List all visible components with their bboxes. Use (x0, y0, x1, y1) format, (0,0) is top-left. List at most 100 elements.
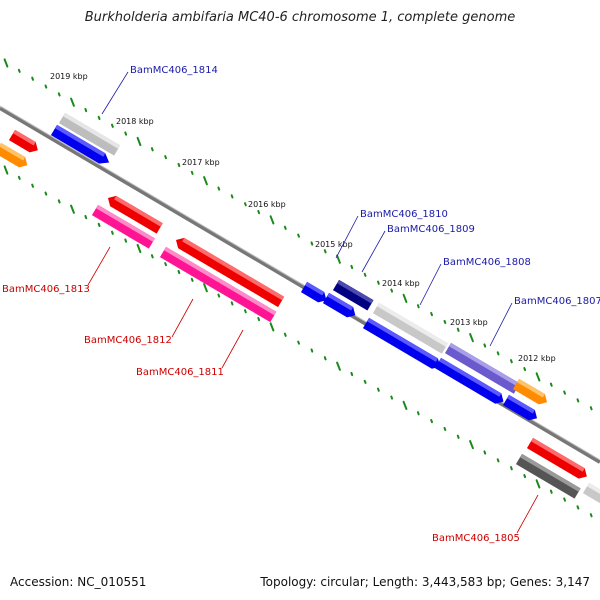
gene-bar[interactable] (362, 317, 443, 372)
minor-tick (44, 84, 48, 89)
gene-bar[interactable] (50, 124, 112, 168)
minor-tick (230, 301, 234, 306)
tick-label: 2016 kbp (248, 200, 286, 209)
accession-text: Accession: NC_010551 (10, 575, 147, 589)
minor-tick (483, 450, 487, 455)
gene-bar[interactable] (173, 235, 285, 308)
gene-label-1814[interactable]: BamMC406_1814 (130, 65, 218, 76)
gene-bar[interactable] (444, 342, 520, 394)
tick-label: 2015 kbp (315, 240, 353, 249)
minor-tick (164, 155, 167, 160)
map-title: Burkholderia ambifaria MC40-6 chromosome… (84, 10, 516, 25)
minor-tick (443, 426, 447, 431)
major-tick (203, 283, 208, 293)
gene-bar[interactable] (582, 482, 600, 509)
gene-label-1807[interactable]: BamMC406_1807 (514, 296, 600, 307)
inner-tick-ring (3, 165, 593, 518)
major-tick (336, 361, 341, 371)
gene-label-1813[interactable]: BamMC406_1813 (2, 284, 90, 295)
gene-bar[interactable] (91, 204, 155, 249)
minor-tick (217, 186, 221, 191)
leader-line (489, 302, 513, 347)
minor-tick (456, 434, 460, 439)
gene-bar[interactable] (512, 378, 550, 408)
minor-tick (416, 304, 420, 309)
minor-tick (576, 505, 580, 510)
minor-tick (44, 191, 48, 196)
minor-tick (430, 419, 433, 424)
minor-tick (177, 162, 181, 168)
minor-tick (297, 233, 300, 238)
gene-bar[interactable] (58, 112, 121, 156)
gene-bar[interactable] (105, 193, 163, 234)
leader-line (335, 215, 359, 259)
minor-tick (310, 348, 314, 353)
major-tick (70, 204, 75, 214)
minor-tick (377, 280, 380, 285)
tick-labels: 2019 kbp 2018 kbp 2017 kbp 2016 kbp 2015… (50, 72, 556, 363)
gene-bar[interactable] (159, 246, 277, 323)
gene-label-1811[interactable]: BamMC406_1811 (136, 367, 224, 378)
major-tick (469, 440, 474, 450)
major-tick (269, 322, 275, 332)
minor-tick (549, 382, 553, 387)
minor-tick (416, 411, 420, 416)
major-tick (136, 243, 142, 254)
outer-tick-ring (3, 58, 593, 411)
genome-backbone (0, 106, 600, 464)
minor-tick (523, 367, 527, 372)
minor-tick (297, 340, 300, 345)
minor-tick (589, 513, 593, 518)
leader-line (419, 263, 442, 306)
major-tick (535, 372, 541, 382)
gene-bar[interactable] (300, 281, 329, 306)
leader-line (221, 329, 244, 369)
gene-bar[interactable] (0, 142, 30, 171)
gene-bar[interactable] (322, 292, 358, 321)
minor-tick (576, 398, 580, 403)
major-tick (3, 58, 9, 68)
leader-line (87, 246, 111, 286)
gene-label-1809[interactable]: BamMC406_1809 (387, 224, 475, 235)
gene-bar[interactable] (502, 394, 540, 424)
minor-tick (523, 474, 527, 479)
tick-label: 2013 kbp (450, 318, 488, 327)
gene-bar[interactable] (526, 437, 590, 482)
major-tick (136, 136, 142, 147)
topology-text: Topology: circular; Length: 3,443,583 bp… (260, 575, 590, 589)
gene-label-1805[interactable]: BamMC406_1805 (432, 533, 520, 544)
minor-tick (443, 319, 447, 324)
minor-tick (496, 351, 500, 356)
minor-tick (84, 108, 88, 113)
minor-tick (510, 359, 513, 364)
minor-tick (244, 309, 247, 314)
minor-tick (31, 183, 34, 188)
gene-bar[interactable] (372, 302, 448, 354)
leader-line (516, 494, 539, 534)
major-tick (203, 176, 208, 186)
minor-tick (124, 131, 128, 136)
gene-label-1810[interactable]: BamMC406_1810 (360, 209, 448, 220)
minor-tick (97, 222, 101, 227)
leader-line (361, 230, 386, 273)
gene-label-1812[interactable]: BamMC406_1812 (84, 335, 172, 346)
gene-bar[interactable] (8, 129, 41, 156)
gene-labels: BamMC406_1814 BamMC406_1810 BamMC406_180… (2, 65, 600, 544)
minor-tick (563, 497, 566, 502)
gene-bar[interactable] (515, 453, 581, 499)
minor-tick (111, 230, 114, 235)
gene-features (0, 112, 600, 509)
minor-tick (244, 202, 247, 207)
minor-tick (363, 272, 367, 277)
gene-label-1808[interactable]: BamMC406_1808 (443, 257, 531, 268)
gene-bar[interactable] (332, 279, 374, 311)
minor-tick (589, 406, 593, 411)
gene-bar[interactable] (434, 357, 507, 407)
leader-line (171, 298, 194, 338)
minor-tick (177, 269, 181, 275)
minor-tick (57, 92, 61, 97)
major-tick (402, 293, 408, 303)
minor-tick (363, 379, 367, 384)
minor-tick (563, 390, 566, 395)
